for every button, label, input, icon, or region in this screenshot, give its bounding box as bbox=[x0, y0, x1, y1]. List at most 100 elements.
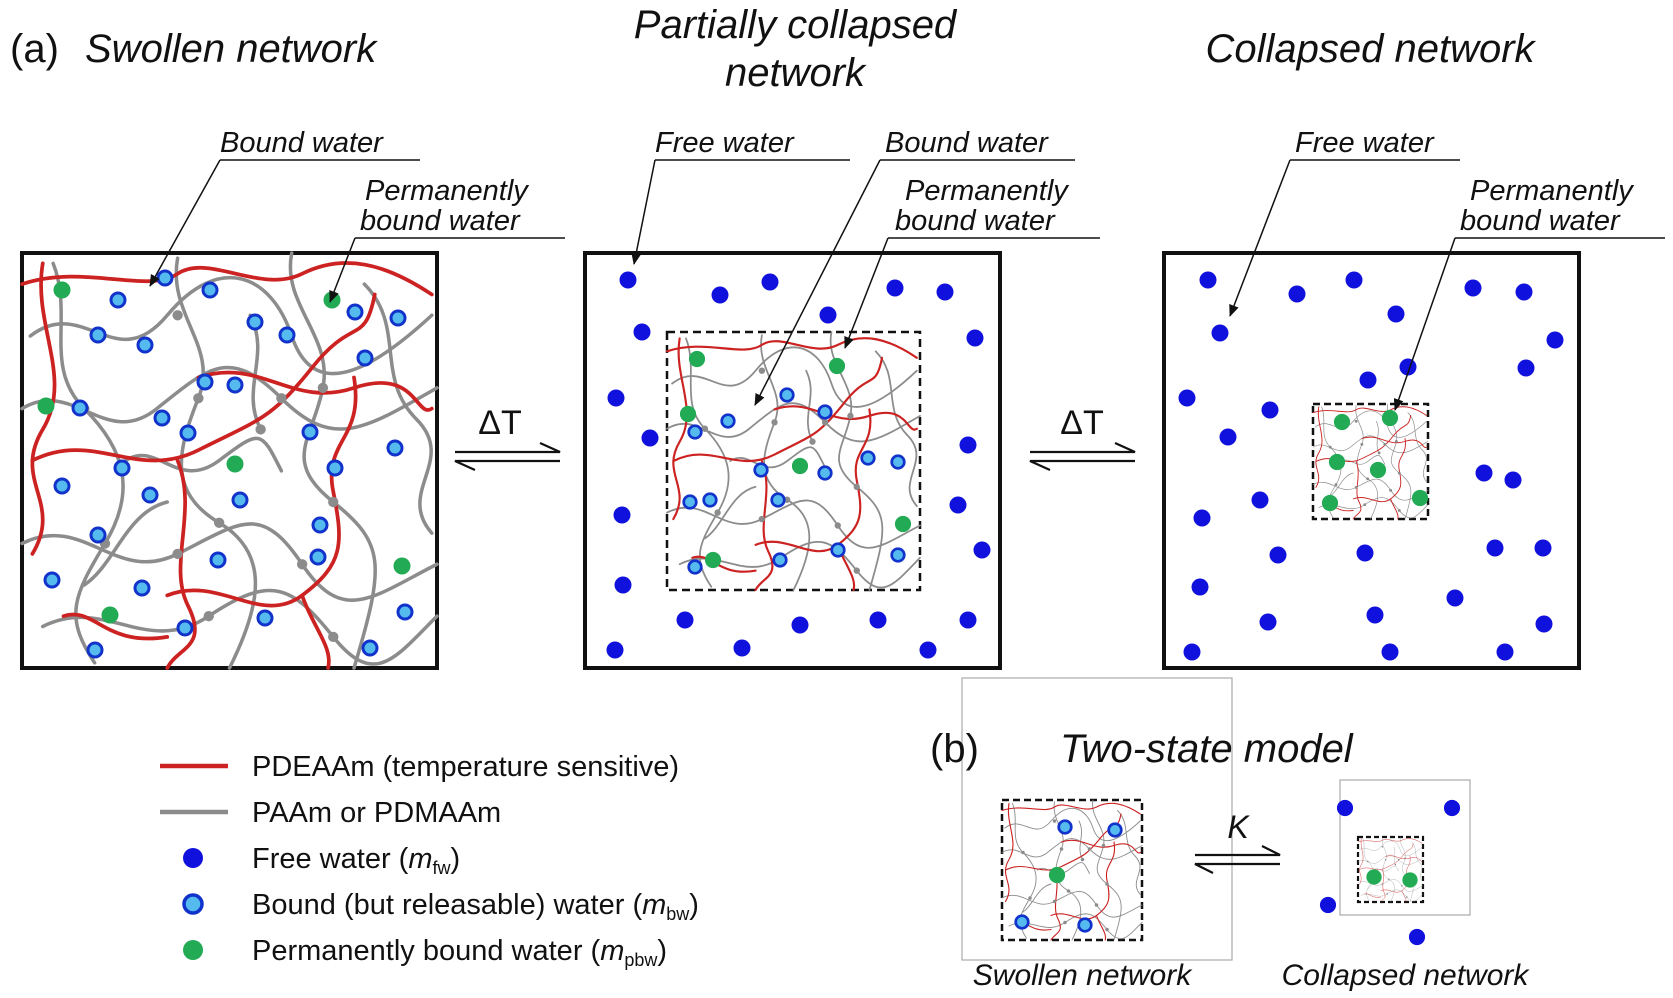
bound-water-dot bbox=[196, 373, 214, 391]
bound-water-dot bbox=[231, 491, 249, 509]
free-water-dot bbox=[1219, 428, 1237, 446]
permanent-water-dot bbox=[704, 551, 722, 569]
reverse-half-arrow bbox=[454, 459, 560, 472]
partial-dashed-boundary bbox=[665, 330, 922, 592]
free-water-dot bbox=[936, 283, 954, 301]
leader-arrow bbox=[844, 237, 889, 349]
paam-chain bbox=[1314, 410, 1427, 438]
pdeaam-chain bbox=[165, 375, 358, 608]
permanent-water-dot bbox=[1369, 461, 1387, 479]
legend: PDEAAm (temperature sensitive) PAAm or P… bbox=[160, 751, 699, 970]
bound-water-dot bbox=[309, 548, 327, 566]
crosslink-node bbox=[317, 382, 329, 394]
crosslink-node bbox=[1389, 488, 1393, 492]
delta-t-label-1: ΔT bbox=[478, 404, 521, 442]
legend-free-water-dot bbox=[183, 848, 203, 868]
permanent-water-dot bbox=[1328, 453, 1346, 471]
free-water-dot bbox=[761, 273, 779, 291]
leader-arrow bbox=[329, 237, 356, 303]
free-water-dot bbox=[1183, 643, 1201, 661]
bound-water-dot bbox=[209, 551, 227, 569]
free-water-dot bbox=[607, 389, 625, 407]
bound-water-dot bbox=[278, 326, 296, 344]
bound-water-dot bbox=[1077, 917, 1093, 933]
crosslink-node bbox=[213, 517, 225, 528]
crosslink-node bbox=[758, 367, 766, 374]
bound-water-dot bbox=[389, 309, 407, 327]
swollen-polymer-network bbox=[20, 251, 439, 670]
free-water-dot bbox=[1381, 643, 1399, 661]
permanent-water-dot bbox=[101, 606, 119, 624]
two-state-model-title: Two-state model bbox=[1060, 727, 1354, 771]
bound-water-dot bbox=[687, 424, 703, 440]
crosslink-node bbox=[809, 438, 816, 445]
transition-1: ΔT bbox=[454, 404, 561, 472]
crosslink-node bbox=[714, 509, 721, 516]
pdeaam-chain bbox=[1352, 461, 1362, 520]
free-water-dot bbox=[949, 496, 967, 514]
permanent-water-dot bbox=[688, 350, 706, 368]
free-water-dot bbox=[733, 639, 751, 657]
free-water-dot bbox=[1178, 389, 1196, 407]
panel-b-swollen-frame bbox=[961, 677, 1233, 961]
pdeaam-chain bbox=[1095, 914, 1107, 941]
bound-water-dot bbox=[133, 579, 151, 597]
pdeaam-chain bbox=[1001, 802, 1141, 815]
partial-free-water-dots bbox=[606, 271, 991, 659]
paam-chain bbox=[1036, 862, 1090, 874]
paam-chain bbox=[1374, 865, 1399, 872]
partial-network-panel bbox=[583, 251, 1002, 670]
bound-water-dot bbox=[1057, 819, 1073, 835]
free-water-dot bbox=[633, 323, 651, 341]
free-water-dot bbox=[1464, 279, 1482, 297]
pdeaam-chain bbox=[1315, 406, 1323, 488]
bound-water-dot bbox=[396, 603, 414, 621]
panel-b-collapsed-frame bbox=[1339, 779, 1471, 916]
bound-water-dot bbox=[779, 387, 795, 403]
reverse-half-arrow bbox=[1029, 459, 1135, 472]
paam-chain bbox=[20, 522, 439, 602]
free-water-dot bbox=[886, 279, 904, 297]
pdeaam-chain bbox=[672, 356, 884, 463]
b-swollen-polymer-network bbox=[1001, 799, 1143, 941]
crosslink-node bbox=[203, 610, 214, 622]
bound-water-dot bbox=[89, 326, 107, 344]
crosslink-node bbox=[701, 425, 709, 432]
delta-t-label-2: ΔT bbox=[1060, 404, 1103, 442]
crosslink-node bbox=[1094, 903, 1099, 907]
network-strands bbox=[1357, 836, 1424, 903]
bound-water-dot bbox=[226, 376, 244, 394]
annotation-bound-water-2: Bound water bbox=[885, 127, 1049, 159]
legend-pdeaam-text: PDEAAm (temperature sensitive) bbox=[252, 751, 679, 783]
paam-chain bbox=[1411, 841, 1423, 882]
crosslink-node bbox=[853, 567, 860, 574]
leader-arrow bbox=[1229, 159, 1291, 317]
paam-chain bbox=[1361, 889, 1424, 902]
bound-water-dot bbox=[386, 439, 404, 457]
swollen-network-title: Swollen network bbox=[85, 27, 378, 71]
leader-arrow bbox=[1393, 237, 1456, 411]
crosslink-node bbox=[1366, 477, 1370, 481]
crosslink-node bbox=[1087, 847, 1092, 851]
legend-paam-text: PAAm or PDMAAm bbox=[252, 797, 501, 829]
paam-chain bbox=[1329, 472, 1354, 497]
free-water-dot bbox=[676, 611, 694, 629]
bound-water-dot bbox=[53, 477, 71, 495]
crosslink-node bbox=[1059, 847, 1064, 851]
crosslink-node bbox=[1028, 896, 1032, 900]
bound-water-dot bbox=[1107, 822, 1123, 838]
crosslink-node bbox=[771, 419, 778, 426]
pdeaam-chain bbox=[1050, 869, 1061, 941]
free-water-dot bbox=[711, 286, 729, 304]
network-strands bbox=[1312, 403, 1429, 520]
crosslink-node bbox=[1066, 889, 1071, 893]
paam-chain bbox=[874, 350, 918, 508]
bound-water-dot bbox=[817, 465, 833, 481]
free-water-dot bbox=[641, 429, 659, 447]
free-water-dot bbox=[1387, 305, 1405, 323]
bound-water-dot bbox=[113, 459, 131, 477]
crosslink-node bbox=[1381, 883, 1384, 885]
partial-network-box bbox=[583, 251, 1002, 670]
pdeaam-chain bbox=[754, 459, 774, 592]
free-water-dot bbox=[614, 576, 632, 594]
